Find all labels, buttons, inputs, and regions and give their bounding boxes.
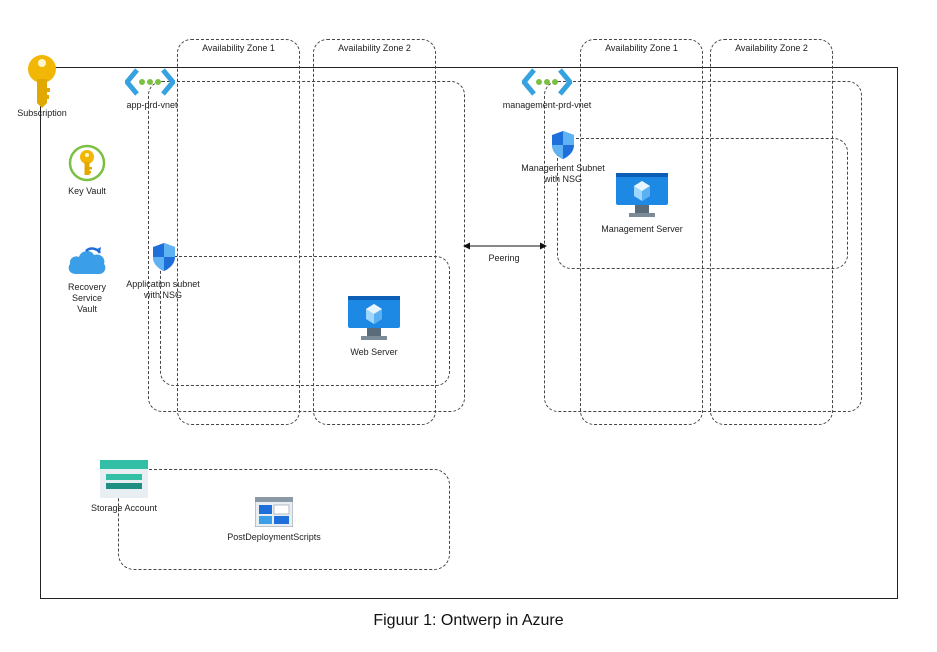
web-server-label: Web Server	[350, 347, 398, 357]
storage-account-label: Storage Account	[90, 503, 158, 513]
app-subnet-label: Application subnet with NSG	[126, 279, 200, 300]
recovery-vault-icon	[68, 247, 106, 274]
management-subnet-label: Management Subnet with NSG	[521, 163, 605, 184]
storage-account-icon	[100, 460, 148, 498]
left-zone2-label: Availability Zone 2	[338, 43, 411, 53]
right-zone2	[710, 39, 833, 425]
management-subnet-boundary	[557, 138, 848, 269]
left-zone2	[313, 39, 436, 425]
right-zone1-label: Availability Zone 1	[605, 43, 678, 53]
right-zone1	[580, 39, 703, 425]
virtual-machine-icon	[616, 173, 668, 217]
subscription-boundary	[40, 67, 898, 599]
subscription-label: Subscription	[17, 108, 67, 118]
container-label: PostDeploymentScripts	[227, 532, 321, 542]
key-vault-label: Key Vault	[68, 186, 106, 196]
right-zone2-label: Availability Zone 2	[735, 43, 808, 53]
blob-container-icon	[255, 497, 293, 527]
virtual-machine-icon	[348, 296, 400, 340]
key-vault-icon	[68, 144, 106, 182]
shield-icon	[552, 131, 574, 159]
vnet-icon	[522, 68, 572, 96]
left-zone1	[177, 39, 300, 425]
shield-icon	[153, 243, 175, 271]
management-vnet-label: management-prd-vnet	[502, 100, 592, 110]
recovery-vault-label: Recovery Service Vault	[67, 282, 106, 314]
app-subnet-boundary	[160, 256, 450, 386]
peering-label: Peering	[488, 253, 520, 263]
app-vnet-label: app-prd-vnet	[126, 100, 178, 110]
management-server-label: Management Server	[601, 224, 683, 234]
key-icon	[28, 55, 56, 108]
left-zone1-label: Availability Zone 1	[202, 43, 275, 53]
peering-arrow	[463, 242, 547, 250]
storage-account-boundary	[118, 469, 450, 570]
figure-caption: Figuur 1: Ontwerp in Azure	[373, 612, 564, 629]
vnet-icon	[125, 68, 175, 96]
